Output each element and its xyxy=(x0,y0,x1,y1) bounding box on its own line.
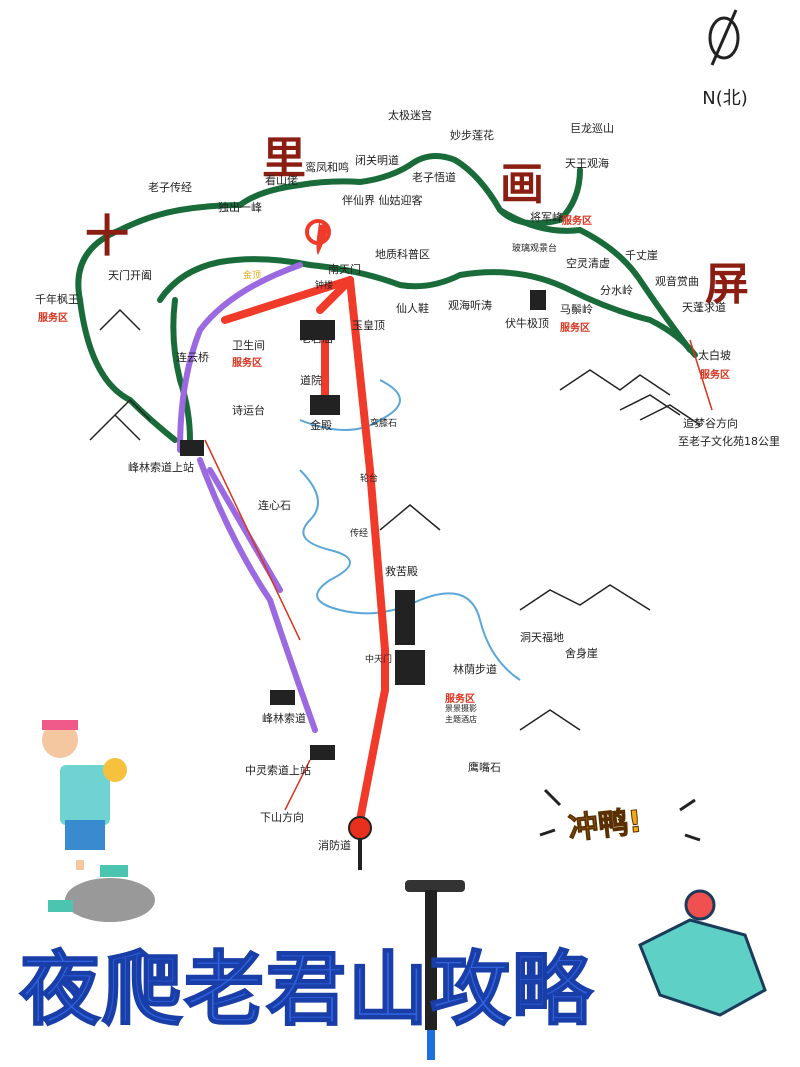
place-qixiashi: 弯膝石 xyxy=(370,419,398,429)
place-jingjingshepying: 景景摄影 xyxy=(445,704,477,713)
destination-pin xyxy=(305,219,331,255)
place-weishengjian: 卫生间 xyxy=(232,339,265,352)
mountains xyxy=(89,308,701,731)
place-jinding: 金顶 xyxy=(243,271,262,281)
service-qiannianfengwang: 服务区 xyxy=(38,313,68,324)
north-label: N(北) xyxy=(702,88,748,109)
place-biguan: 闭关明道 xyxy=(355,154,399,167)
place-duchuyifeng: 独出一峰 xyxy=(218,201,262,214)
service-taibaipo: 服务区 xyxy=(700,370,730,381)
place-qiannianfengwang: 千年枫王 xyxy=(35,293,79,306)
place-dongtianfudi: 洞天福地 xyxy=(520,631,564,644)
sticker-burst xyxy=(539,788,701,842)
service-jiangjunfeng: 服务区 xyxy=(562,216,592,227)
service-weishengjian: 服务区 xyxy=(232,358,262,369)
decor-char-1: 十 xyxy=(85,211,129,262)
place-yingzuishi: 鹰嘴石 xyxy=(468,761,501,774)
place-zhutijiudian: 主题酒店 xyxy=(445,715,477,724)
place-xiashanfangxiang: 下山方向 xyxy=(260,811,304,824)
place-qianzhangya: 千丈崖 xyxy=(625,249,658,262)
place-konglingqingxu: 空灵清虚 xyxy=(566,257,610,270)
place-tianwang: 天王观海 xyxy=(565,157,609,170)
place-banxianjie: 伴仙界 仙姑迎客 xyxy=(342,194,423,207)
page-title: 夜爬老君山攻略 xyxy=(19,942,594,1037)
place-xiaofangdao: 消防道 xyxy=(318,839,351,852)
place-lianxinshi: 连心石 xyxy=(258,499,291,512)
place-yuhuangding: 玉皇顶 xyxy=(352,319,385,332)
place-taibaipo: 太白坡 xyxy=(698,349,731,362)
north-indicator: N(北) xyxy=(690,10,760,110)
place-malingling: 马鬃岭 xyxy=(560,303,593,316)
place-zhonglou: 钟楼 xyxy=(315,281,334,291)
service-zhongtianmen: 服务区 xyxy=(445,694,475,705)
temple-icons xyxy=(180,290,546,760)
place-jindian: 金殿 xyxy=(310,419,332,432)
trail-network xyxy=(75,153,698,443)
place-fenglinsuodao: 峰林索道 xyxy=(262,712,306,725)
purple-route xyxy=(177,262,318,733)
place-laozichuanjing: 老子传经 xyxy=(148,181,192,194)
start-pin xyxy=(348,816,372,870)
place-miaobu: 妙步莲花 xyxy=(450,129,494,142)
place-zhongtianmen: 中天门 xyxy=(365,655,393,665)
sticker-text: 冲鸭! xyxy=(566,804,644,848)
hiker-illustration xyxy=(42,720,155,922)
trekking-pole-icon xyxy=(405,880,465,1060)
place-lianyunqiao: 连云桥 xyxy=(176,351,209,364)
place-taiji: 太极迷宫 xyxy=(388,109,432,122)
red-route xyxy=(221,276,389,824)
place-dizhikepu: 地质科普区 xyxy=(375,248,430,261)
place-tianpeng: 天蓬求道 xyxy=(682,301,726,314)
place-luanfeng: 鸾凤和鸣 xyxy=(305,161,349,174)
direction-lines xyxy=(204,339,713,811)
place-shiyuntai: 诗运台 xyxy=(232,404,265,417)
place-yuanzhang: 道院 xyxy=(300,374,322,387)
place-guanyinshangqu: 观音赏曲 xyxy=(655,275,699,288)
map-icon xyxy=(638,889,767,1017)
place-luntai: 轮台 xyxy=(360,474,379,484)
place-chuanjing: 传经 xyxy=(350,529,369,539)
place-fenshuiling: 分水岭 xyxy=(600,284,633,297)
place-guanhaitingtao: 观海听涛 xyxy=(448,299,492,312)
service-malingling: 服务区 xyxy=(560,323,590,334)
place-kanshanlao: 看山佬 xyxy=(265,174,298,187)
place-xianrenxie: 仙人鞋 xyxy=(396,302,429,315)
place-boliguanjing: 玻璃观景台 xyxy=(512,244,558,254)
decor-char-3: 画 xyxy=(500,159,544,210)
place-jiukudian: 救苦殿 xyxy=(385,565,418,578)
place-nantianmen: 南天门 xyxy=(328,263,361,276)
place-shesheya: 舍身崖 xyxy=(565,647,598,660)
decor-char-2: 里 xyxy=(262,133,306,184)
place-laoziwudao: 老子悟道 xyxy=(412,171,456,184)
place-laojunmiao: 老君庙 xyxy=(300,332,333,345)
place-linyinbudao: 林荫步道 xyxy=(453,663,497,676)
river xyxy=(299,379,521,681)
place-zhuimenggu: 追梦谷方向 xyxy=(683,417,738,430)
compass-icon xyxy=(708,9,740,66)
place-funiuji: 伏牛极顶 xyxy=(505,317,549,330)
place-fenglinsuodao-top: 峰林索道上站 xyxy=(128,461,194,474)
place-julong: 巨龙巡山 xyxy=(570,122,614,135)
place-laoziwenhua: 至老子文化苑18公里 xyxy=(678,435,780,448)
place-zhonglingsuodao: 中灵索道上站 xyxy=(245,764,311,777)
place-jiangjunfeng: 将军峰 xyxy=(530,211,563,224)
decor-char-4: 屏 xyxy=(705,259,749,310)
place-tianmenkaiche: 天门开阖 xyxy=(108,269,152,282)
